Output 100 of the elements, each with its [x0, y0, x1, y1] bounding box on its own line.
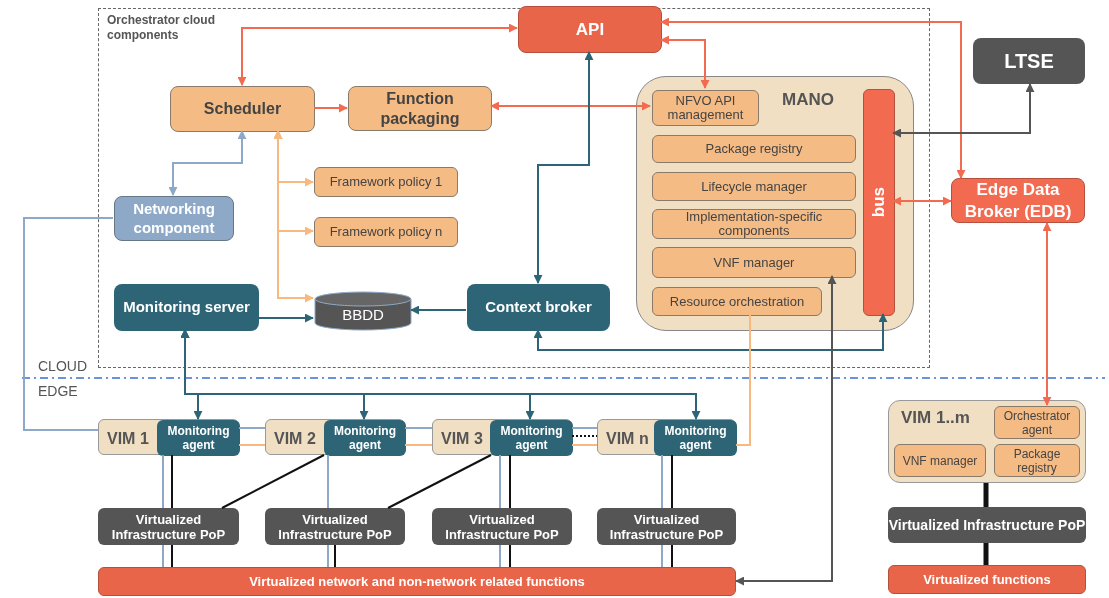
node-label: Virtualized functions: [923, 570, 1051, 589]
process-box: [652, 90, 759, 126]
process-box: [170, 86, 315, 132]
connector-line: [238, 444, 266, 446]
node-label: bus: [868, 187, 890, 218]
region-label: EDGE: [38, 382, 78, 401]
node-label: Monitoring agent: [663, 424, 728, 452]
connector-line: [499, 544, 501, 568]
connector-line: [671, 544, 673, 568]
connector-line: [671, 454, 673, 509]
connector-line: [571, 427, 598, 429]
function-bar: [98, 567, 736, 596]
vim-box: [888, 400, 1086, 483]
process-box: [98, 508, 239, 545]
connector-line: [571, 435, 598, 437]
database-cylinder: [314, 291, 412, 331]
connector-arrow: [257, 313, 314, 323]
node-label: VIM 2: [274, 429, 316, 449]
connector-line: [387, 454, 492, 509]
node-label: Implementation-specific components: [684, 210, 824, 238]
connector-line: [162, 544, 164, 568]
node-label: Scheduler: [202, 99, 283, 119]
connector-line: [221, 454, 325, 509]
vim-box: [98, 419, 239, 455]
connector-arrow: [660, 35, 710, 89]
node-label: VNF manager: [902, 453, 978, 468]
connector-line: [334, 544, 336, 568]
connector-arrow: [892, 196, 952, 206]
connector-arrow: [313, 103, 348, 113]
process-box: [994, 444, 1080, 477]
connector-line: [983, 543, 989, 565]
vim-box: [597, 419, 736, 455]
process-box: [973, 38, 1085, 84]
node-label: Virtualized network and non-network related functions: [249, 572, 585, 591]
process-box: [652, 247, 856, 278]
node-label: MANO: [782, 89, 834, 111]
node-label: Package registry: [1012, 446, 1062, 475]
node-label: NFVO API management: [666, 94, 745, 122]
node-label: Framework policy 1: [329, 175, 443, 189]
process-box: [652, 287, 822, 316]
process-box: [467, 284, 610, 331]
node-label: Function packaging: [379, 88, 461, 129]
process-box: [652, 135, 856, 163]
bus-bar: [863, 89, 895, 316]
connector-arrow: [168, 130, 247, 196]
node-label: Monitoring agent: [499, 424, 564, 452]
connector-arrow: [660, 17, 966, 179]
agent-box: [157, 420, 240, 456]
connector-line: [404, 427, 433, 429]
process-box: [432, 508, 572, 545]
connector-line: [171, 544, 173, 568]
process-box: [348, 86, 492, 131]
connector-arrow: [410, 305, 467, 315]
process-box: [314, 217, 458, 247]
connector-line: [983, 483, 989, 507]
connector-arrow: [533, 313, 888, 351]
node-label: Virtualized Infrastructure PoP: [277, 511, 393, 542]
node-label: Resource orchestration: [669, 294, 805, 309]
node-label: VNF manager: [713, 255, 795, 270]
vim-box: [432, 419, 572, 455]
agent-box: [490, 420, 573, 456]
process-box: [652, 172, 856, 201]
node-label: LTSE: [1004, 49, 1054, 74]
process-box: [518, 6, 662, 53]
connector-line: [661, 454, 663, 509]
connector-arrow: [892, 83, 1035, 138]
connector-arrow: [735, 275, 837, 586]
connector-line: [171, 454, 173, 509]
process-box: [888, 507, 1086, 543]
connector-line: [327, 544, 329, 568]
connector-line: [509, 454, 511, 509]
node-label: BBDD: [342, 304, 384, 325]
group-frame: [98, 8, 930, 368]
process-box: [652, 209, 856, 239]
vim-box: [265, 419, 405, 455]
node-label: Framework policy n: [329, 225, 443, 239]
process-box: [597, 508, 736, 545]
process-box: [314, 167, 458, 197]
node-label: VIM 1..m: [901, 407, 970, 429]
node-label: Lifecycle manager: [701, 179, 807, 194]
connector-line: [661, 544, 663, 568]
node-label: VIM 3: [441, 429, 483, 449]
process-box: [894, 444, 986, 477]
node-label: Virtualized Infrastructure PoP: [110, 511, 227, 542]
node-label: Monitoring server: [123, 298, 250, 317]
agent-box: [654, 420, 737, 456]
connector-line: [735, 313, 751, 446]
node-label: Orchestrator agent: [1002, 408, 1072, 437]
connector-line: [238, 427, 266, 429]
node-label: API: [575, 18, 605, 41]
connector-line: [23, 217, 114, 431]
process-box: [114, 284, 259, 331]
connector-line: [162, 454, 164, 509]
connector-arrow: [533, 51, 594, 284]
node-label: Networking component: [132, 199, 216, 238]
node-label: Virtualized Infrastructure PoP: [444, 511, 560, 542]
connector-arrow: [273, 130, 314, 303]
connector-line: [509, 544, 511, 568]
node-label: Orchestrator cloud components: [107, 13, 217, 43]
process-box: [951, 178, 1085, 223]
